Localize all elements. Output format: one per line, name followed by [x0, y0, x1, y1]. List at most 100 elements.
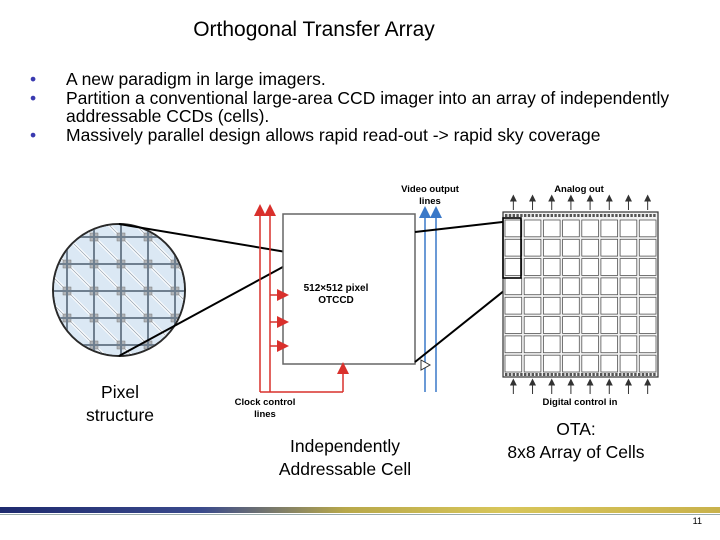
ota-cell: [523, 316, 542, 334]
ota-bond-pads: [505, 214, 656, 376]
ota-cell: [581, 354, 599, 373]
bullet-item: •Partition a conventional large-area CCD…: [30, 87, 670, 126]
zoom-connector-bottom: [118, 261, 293, 357]
ota-cell: [600, 238, 619, 257]
ota-cell: [543, 316, 561, 334]
bullet-dot-icon: •: [30, 69, 37, 89]
ota-cell: [581, 277, 599, 296]
ota-cell: [543, 258, 561, 276]
ota-cell: [638, 277, 657, 296]
pixel-grid-texture: [54, 225, 184, 355]
ota-cell: [562, 354, 580, 373]
ota-cell: [523, 258, 542, 276]
zoom-connector-top: [118, 223, 293, 254]
ota-cell: [562, 277, 580, 296]
highlighted-cell: [502, 217, 522, 279]
clock-control-lines: [254, 204, 349, 393]
ota-cell: [504, 316, 523, 334]
ota-cell: [543, 238, 561, 257]
video-output-label-line2: lines: [419, 196, 441, 207]
ota-cell: [562, 219, 580, 238]
ota-cell: [504, 238, 523, 257]
ota-cell: [504, 354, 523, 373]
ota-cell: [600, 277, 619, 296]
ota-cell: [600, 219, 619, 238]
clock-control-label-line2: lines: [254, 409, 276, 420]
ota-cell: [523, 296, 542, 315]
ota-cell: [619, 354, 638, 373]
ota-cell: [543, 277, 561, 296]
ota-cell: [638, 335, 657, 354]
ota-cell: [504, 296, 523, 315]
ota-cell: [638, 296, 657, 315]
ota-cell: [581, 219, 599, 238]
ota-cell: [600, 316, 619, 334]
footer-rule: [0, 507, 720, 513]
ota-cell: [619, 296, 638, 315]
otccd-label-line2: OTCCD: [318, 295, 354, 306]
video-output-label-line1: Video output: [401, 184, 460, 195]
bullet-list: •A new paradigm in large imagers. •Parti…: [30, 70, 710, 144]
page-number: 11: [692, 516, 702, 526]
ota-cell: [581, 316, 599, 334]
bullet-dot-icon: •: [30, 124, 37, 145]
ota-cell: [543, 335, 561, 354]
bullet-item: •Massively parallel design allows rapid …: [30, 124, 601, 145]
ota-cell: [600, 354, 619, 373]
ota-array: [502, 211, 659, 378]
bullet-dot-icon: •: [30, 87, 37, 108]
ota-cell: [619, 219, 638, 238]
ota-caption: OTA: 8x8 Array of Cells: [507, 419, 645, 462]
digital-control-arrows: [509, 378, 652, 394]
bullet-item: •A new paradigm in large imagers.: [30, 69, 326, 89]
ota-cell: [543, 354, 561, 373]
ota-cell: [581, 238, 599, 257]
ota-cell: [619, 277, 638, 296]
ota-cell: [562, 316, 580, 334]
ota-cell: [619, 258, 638, 276]
ota-cell: [562, 238, 580, 257]
pixel-structure-magnifier: [52, 223, 186, 357]
clock-control-label-line1: Clock control: [235, 397, 296, 408]
ota-cell: [619, 316, 638, 334]
ota-cell: [562, 258, 580, 276]
ota-cell: [619, 335, 638, 354]
pixel-structure-caption: Pixel structure: [85, 382, 155, 425]
ota-cell-grid: [504, 219, 657, 373]
ota-cell: [562, 335, 580, 354]
output-amplifier-icon: [420, 359, 432, 371]
ota-cell: [504, 335, 523, 354]
ota-cell: [562, 296, 580, 315]
cell-caption: Independently Addressable Cell: [278, 436, 412, 479]
ota-cell: [600, 258, 619, 276]
ota-cell: [523, 277, 542, 296]
slide-title: Orthogonal Transfer Array: [193, 18, 435, 41]
ota-cell: [600, 296, 619, 315]
ota-cell: [638, 354, 657, 373]
ota-cell: [523, 335, 542, 354]
ota-cell: [581, 296, 599, 315]
ota-cell: [523, 354, 542, 373]
ota-cell: [523, 238, 542, 257]
footer-thin-rule: [0, 514, 720, 515]
ota-cell: [581, 335, 599, 354]
ota-cell: [504, 258, 523, 276]
ota-cell: [638, 238, 657, 257]
digital-control-label: Digital control in: [543, 397, 618, 408]
otccd-label-line1: 512×512 pixel: [304, 283, 369, 294]
ota-cell: [638, 219, 657, 238]
ota-cell: [581, 258, 599, 276]
analog-out-arrows: [509, 194, 652, 210]
otccd-cell-box: [282, 213, 416, 365]
ota-cell: [543, 219, 561, 238]
ota-cell: [638, 258, 657, 276]
analog-out-label: Analog out: [554, 184, 604, 195]
ota-cell: [638, 316, 657, 334]
ota-cell: [504, 277, 523, 296]
ota-cell: [504, 219, 523, 238]
ota-cell: [600, 335, 619, 354]
ota-cell: [523, 219, 542, 238]
ota-cell: [543, 296, 561, 315]
ota-cell: [619, 238, 638, 257]
